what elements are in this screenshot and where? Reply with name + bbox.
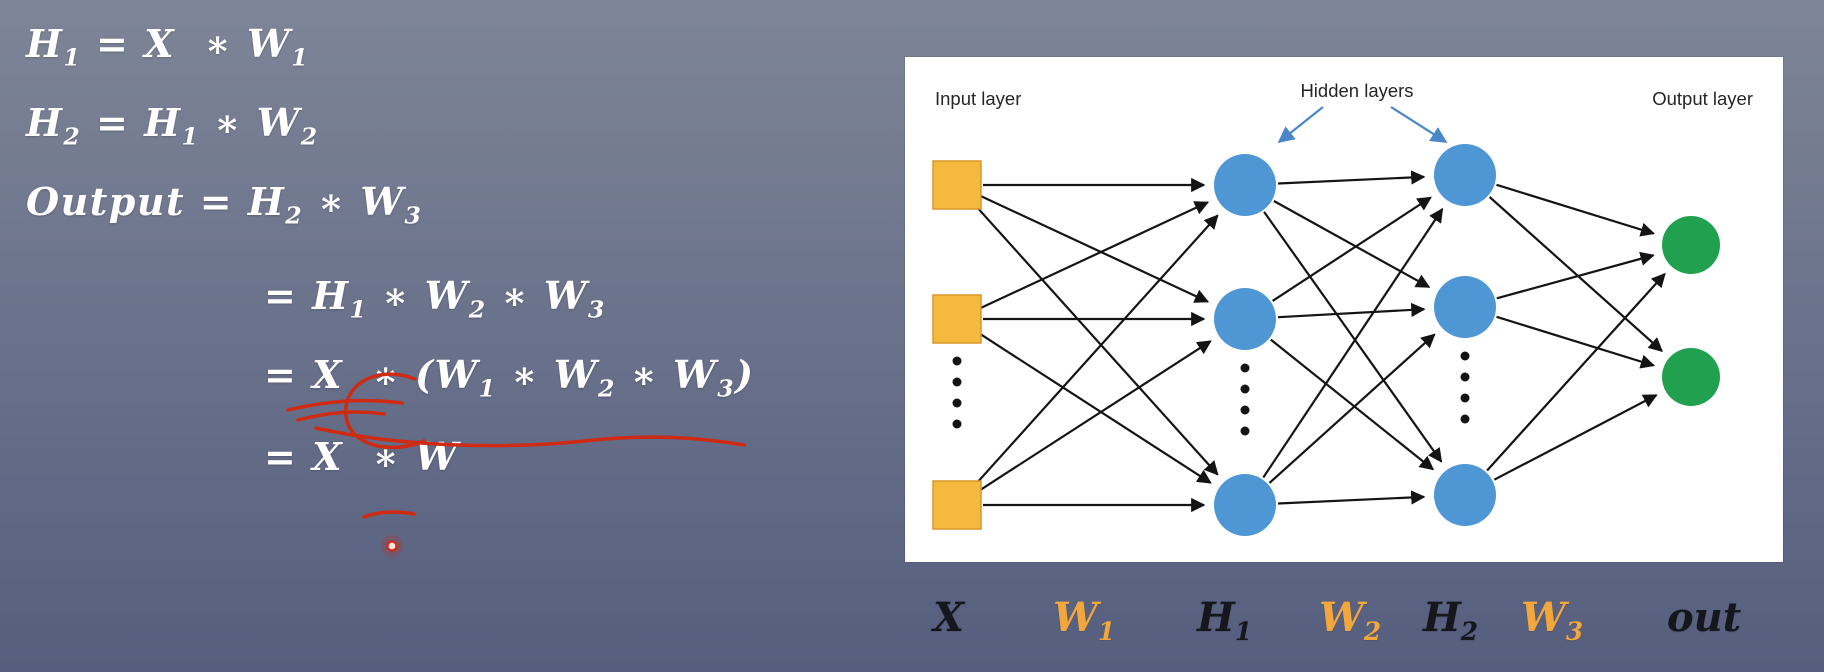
red-underline-w-annotation — [362, 510, 416, 519]
input-node-1 — [932, 160, 982, 210]
edge-hidden1-to-hidden2 — [1273, 200, 1431, 289]
laser-pointer-dot — [386, 540, 398, 552]
diagram-caption-row: X W1 H1 W2 H2 W3 out — [905, 594, 1783, 664]
hidden2-ellipsis-dot — [1460, 351, 1470, 361]
hidden1-ellipsis-dot — [1240, 426, 1250, 436]
hidden2-ellipsis-dot — [1460, 372, 1470, 382]
hidden-layers-label: Hidden layers — [1300, 80, 1413, 101]
edge-hidden1-to-hidden2 — [1270, 338, 1435, 471]
output-node-1 — [1662, 216, 1720, 274]
input-ellipsis-dot — [952, 356, 962, 366]
diagram-caption-h2: H2 — [1423, 594, 1479, 646]
neural-network-diagram: Input layer Hidden layers Output layer — [932, 80, 1753, 536]
hidden1-node-3 — [1214, 474, 1276, 536]
output-layer-label: Output layer — [1652, 88, 1753, 109]
diagram-caption-x: X — [933, 594, 965, 641]
input-node-3 — [932, 480, 982, 530]
hidden2-node-3 — [1434, 464, 1496, 526]
edge-input-to-hidden1 — [973, 214, 1219, 487]
diagram-caption-h1: H1 — [1197, 594, 1253, 646]
edge-input-to-hidden1 — [978, 340, 1212, 492]
laser-pointer-halo — [381, 535, 403, 557]
network-edges — [973, 170, 1666, 513]
edge-input-to-hidden1 — [980, 195, 1210, 303]
input-node-2 — [932, 294, 982, 344]
input-ellipsis-dot — [952, 398, 962, 408]
edge-hidden2-to-output — [1496, 251, 1655, 300]
edge-hidden2-to-output — [1486, 272, 1666, 472]
equation-line-2: H2 = H1 ∗ W2 — [26, 100, 319, 151]
edge-input-to-hidden1 — [973, 203, 1219, 476]
input-ellipsis-dot — [952, 377, 962, 387]
hidden1-ellipsis-dot — [1240, 363, 1250, 373]
edge-hidden2-to-output — [1496, 183, 1656, 237]
hidden1-node-1 — [1214, 154, 1276, 216]
hidden2-node-1 — [1434, 144, 1496, 206]
hidden-label-arrow-right-icon — [1390, 106, 1448, 143]
network-diagram-panel: Input layer Hidden layers Output layer — [905, 57, 1783, 562]
input-ellipsis-dot — [952, 419, 962, 429]
network-nodes — [932, 144, 1720, 536]
hidden-label-arrow-left-icon — [1277, 106, 1324, 144]
edge-hidden1-to-hidden2 — [1277, 302, 1426, 319]
diagram-caption-w2: W2 — [1319, 594, 1382, 646]
diagram-caption-out: out — [1667, 594, 1742, 641]
equation-line-6: = X ∗ W — [264, 434, 460, 479]
edge-input-to-hidden1 — [978, 332, 1212, 484]
equation-line-3: Output = H2 ∗ W3 — [26, 179, 423, 230]
equation-line-4: = H1 ∗ W2 ∗ W3 — [264, 273, 606, 324]
edge-hidden1-to-hidden2 — [1263, 211, 1443, 463]
edge-hidden1-to-hidden2 — [1268, 333, 1436, 484]
hidden1-ellipsis-dot — [1240, 384, 1250, 394]
edge-hidden2-to-output — [1488, 196, 1663, 352]
equation-line-1: H1 = X ∗ W1 — [26, 21, 310, 72]
input-layer-label: Input layer — [935, 88, 1021, 109]
diagram-caption-w1: W1 — [1053, 594, 1116, 646]
hidden2-ellipsis-dot — [1460, 393, 1470, 403]
equations-block: H1 = X ∗ W1 H2 = H1 ∗ W2 Output = H2 ∗ W3 =… — [26, 14, 755, 506]
edge-hidden2-to-output — [1496, 315, 1656, 369]
equation-line-5: = X ∗ (W1 ∗ W2 ∗ W3) — [264, 352, 755, 403]
output-node-2 — [1662, 348, 1720, 406]
edge-hidden1-to-hidden2 — [1277, 170, 1426, 185]
diagram-caption-w3: W3 — [1521, 594, 1584, 646]
hidden2-node-2 — [1434, 276, 1496, 338]
hidden1-node-2 — [1214, 288, 1276, 350]
edge-hidden1-to-hidden2 — [1271, 196, 1432, 302]
edge-hidden1-to-hidden2 — [1277, 490, 1426, 505]
edge-hidden2-to-output — [1493, 394, 1658, 481]
hidden2-ellipsis-dot — [1460, 414, 1470, 424]
hidden1-ellipsis-dot — [1240, 405, 1250, 415]
edge-input-to-hidden1 — [980, 201, 1210, 309]
edge-hidden1-to-hidden2 — [1262, 207, 1444, 479]
